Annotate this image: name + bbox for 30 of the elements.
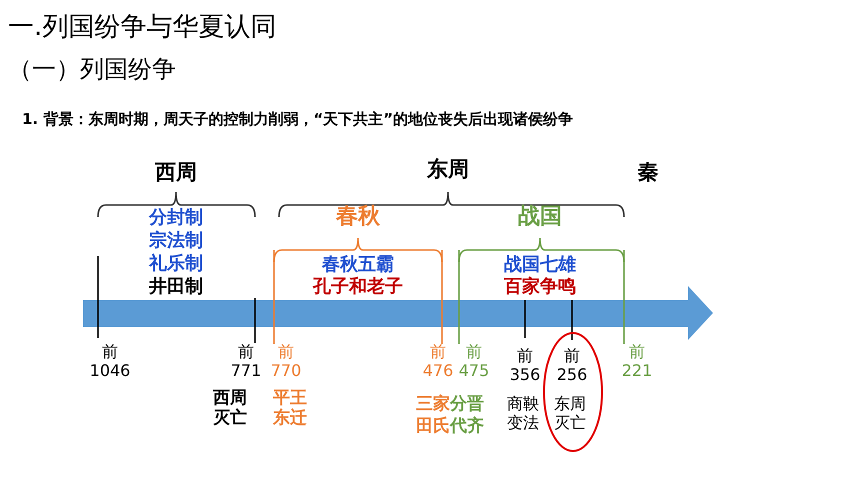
system-label: 井田制 [149, 276, 203, 298]
event-label: 西周灭亡 [213, 388, 248, 429]
section-heading: 一.列国纷争与华夏认同 [8, 12, 276, 44]
date-label: 前 1046 [90, 342, 130, 380]
event-label: 战国七雄 [504, 254, 576, 276]
background-text: 1. 背景：东周时期，周天子的控制力削弱，“天下共主”的地位丧失后出现诸侯纷争 [22, 110, 574, 128]
period-label: 战国 [518, 204, 562, 230]
event-label: 三家分晋 [416, 394, 484, 414]
date-label: 前 770 [270, 342, 302, 380]
date-label: 前 256 [556, 346, 588, 384]
event-label: 百家争鸣 [504, 276, 576, 298]
system-label: 礼乐制 [149, 253, 203, 275]
event-label: 田氏代齐 [416, 416, 484, 436]
event-label: 春秋五霸 [322, 254, 394, 276]
subsection-heading: （一）列国纷争 [8, 55, 176, 84]
date-label: 前 356 [510, 346, 540, 384]
system-label: 分封制 [149, 207, 203, 229]
period-label: 春秋 [336, 204, 380, 230]
event-label: 平王东迁 [273, 388, 308, 429]
date-label: 前 476 [422, 342, 454, 380]
period-label: 西周 [155, 160, 197, 186]
event-label: 孔子和老子 [313, 276, 403, 298]
date-label: 前 771 [230, 342, 262, 380]
period-label: 东周 [427, 157, 469, 182]
event-label: 东周灭亡 [554, 394, 587, 432]
date-label: 前 221 [622, 342, 652, 380]
period-label: 秦 [638, 160, 658, 186]
event-label: 商鞅变法 [507, 394, 540, 432]
date-label: 前 475 [458, 342, 490, 380]
system-label: 宗法制 [149, 230, 203, 252]
